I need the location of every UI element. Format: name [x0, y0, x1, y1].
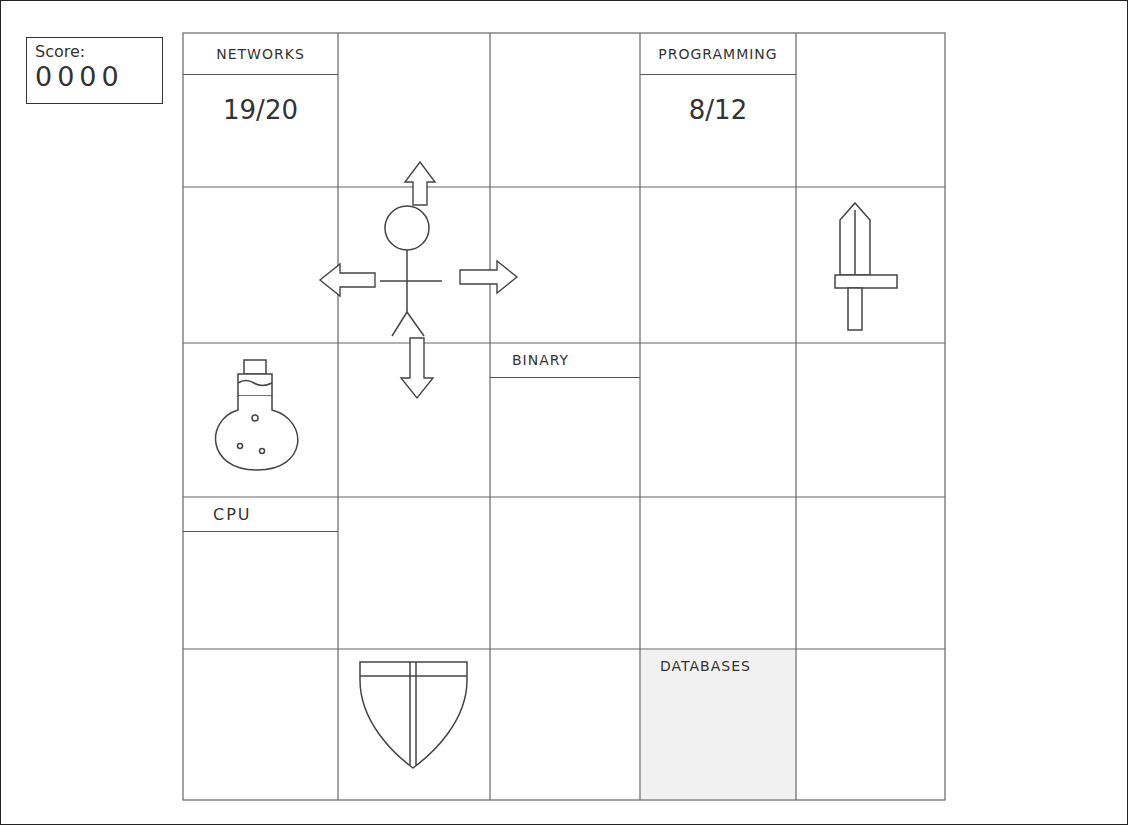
score-value: 0000: [27, 61, 162, 96]
player-figure: [380, 206, 442, 336]
topic-cell: CPU: [183, 497, 338, 649]
topic-heading: BINARY: [490, 343, 640, 378]
topic-heading: PROGRAMMING: [640, 33, 796, 75]
board-grid: [183, 33, 945, 800]
topic-cell: BINARY: [490, 343, 640, 497]
shaded-cell: [641, 650, 795, 799]
topic-heading: DATABASES: [640, 649, 796, 684]
potion-icon: [216, 360, 298, 470]
sword-icon: [835, 203, 897, 330]
topic-progress: 19/20: [183, 95, 338, 125]
move-arrows: [320, 162, 517, 398]
topic-heading: NETWORKS: [183, 33, 338, 75]
shield-icon: [360, 662, 467, 768]
topic-cell: PROGRAMMING 8/12: [640, 33, 796, 187]
score-box: Score:0000: [26, 37, 163, 104]
topic-cell: NETWORKS 19/20: [183, 33, 338, 187]
score-label: Score:: [27, 38, 162, 61]
topic-progress: 8/12: [640, 95, 796, 125]
topic-cell: DATABASES: [640, 649, 796, 800]
topic-heading: CPU: [183, 497, 338, 532]
